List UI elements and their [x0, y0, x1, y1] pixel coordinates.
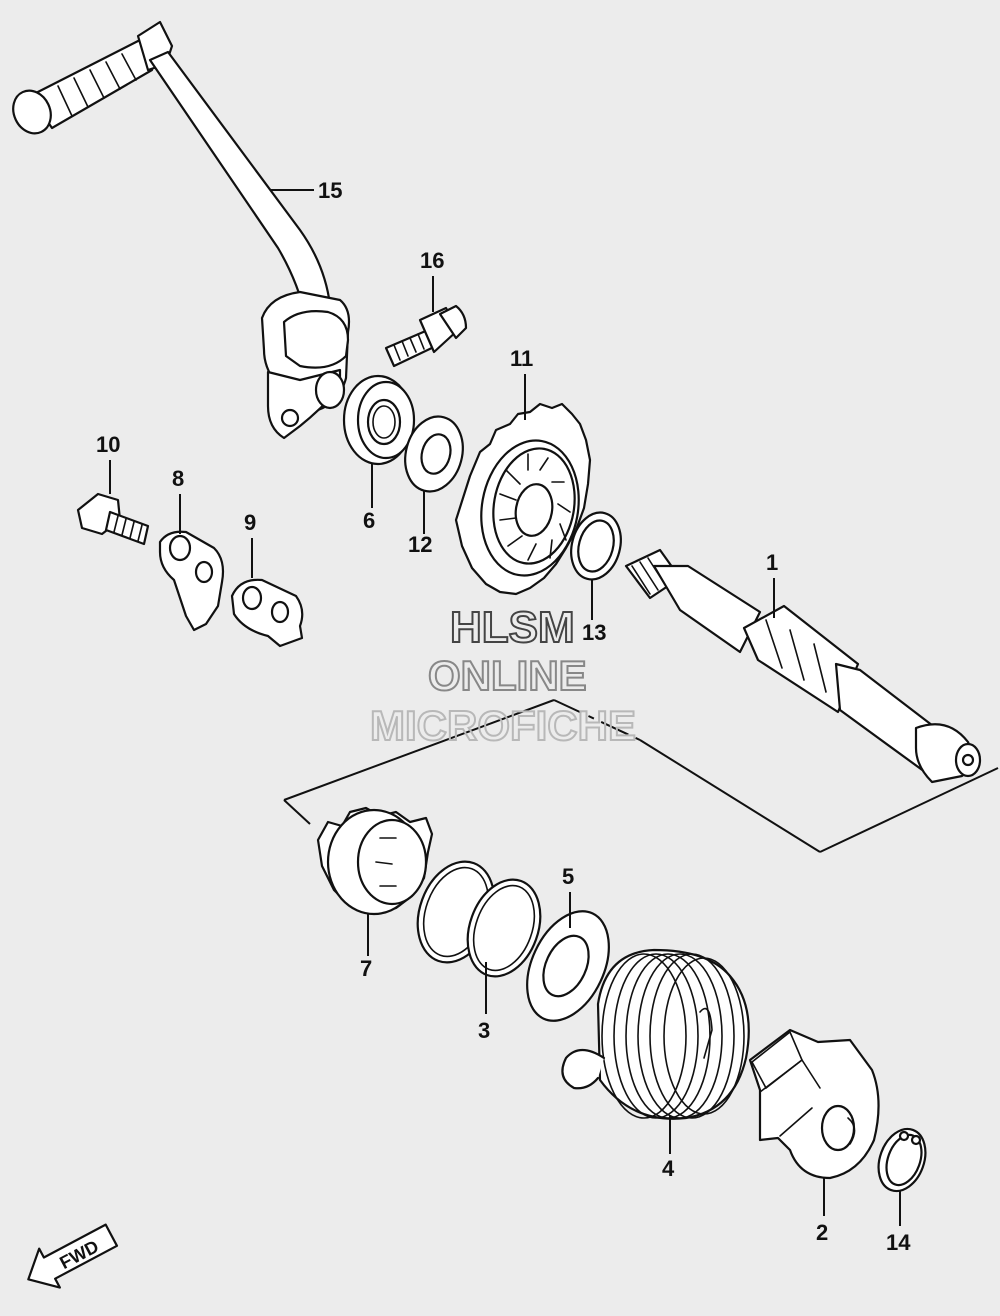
- kick-lever-part-15[interactable]: [6, 20, 351, 440]
- stopper-plate-part-9[interactable]: [230, 578, 304, 648]
- callout-3: 3: [478, 1018, 490, 1043]
- forward-direction-icon: FWD: [27, 1223, 119, 1289]
- watermark-line-3: MICROFICHE: [370, 702, 636, 749]
- washer-part-5[interactable]: [511, 898, 625, 1034]
- callout-10: 10: [96, 432, 120, 457]
- callout-12: 12: [408, 532, 432, 557]
- callout-11: 11: [510, 346, 533, 371]
- callout-6: 6: [363, 508, 375, 533]
- callout-15: 15: [318, 178, 342, 203]
- bolt-part-10[interactable]: [76, 492, 150, 546]
- circlip-part-14[interactable]: [870, 1122, 933, 1197]
- springs-part-3[interactable]: [404, 851, 553, 987]
- callout-9: 9: [244, 510, 256, 535]
- callout-5: 5: [562, 864, 574, 889]
- assembly-bracket-lines: [283, 699, 999, 853]
- callout-2: 2: [816, 1220, 828, 1245]
- callout-4: 4: [662, 1156, 675, 1181]
- kick-drive-gear-part-7[interactable]: [316, 806, 434, 916]
- bolt-part-16[interactable]: [384, 304, 468, 368]
- callout-8: 8: [172, 466, 184, 491]
- washer-part-13[interactable]: [564, 507, 628, 585]
- callout-14: 14: [886, 1230, 911, 1255]
- guide-plate-part-8[interactable]: [158, 530, 225, 632]
- watermark-line-1: HLSM: [450, 603, 575, 652]
- spring-guide-part-2[interactable]: [748, 1028, 880, 1180]
- watermark-line-2: ONLINE: [428, 652, 587, 699]
- oil-seal-part-6[interactable]: [342, 374, 416, 466]
- kick-gear-part-11[interactable]: [454, 402, 592, 596]
- callout-7: 7: [360, 956, 372, 981]
- callout-16: 16: [420, 248, 444, 273]
- watermark: HLSM ONLINE MICROFICHE: [369, 602, 637, 750]
- kick-spring-part-4[interactable]: [561, 948, 750, 1120]
- callout-1: 1: [766, 550, 778, 575]
- washer-part-12[interactable]: [397, 410, 471, 498]
- kick-shaft-part-1[interactable]: [624, 548, 982, 784]
- callout-13: 13: [582, 620, 606, 645]
